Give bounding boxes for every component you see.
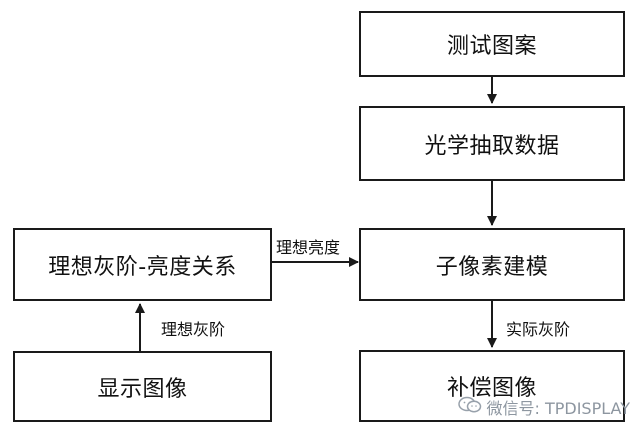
node-optical-extract-label: 光学抽取数据 bbox=[424, 133, 560, 159]
watermark-text: 微信号: TPDISPLAY bbox=[486, 399, 630, 418]
node-display-image-label: 显示图像 bbox=[97, 376, 188, 402]
node-ideal-relation: 理想灰阶-亮度关系 bbox=[13, 228, 272, 301]
edge-label-actual-gray: 实际灰阶 bbox=[506, 320, 571, 339]
node-display-image: 显示图像 bbox=[13, 351, 272, 422]
wechat-icon bbox=[458, 396, 482, 418]
watermark: 微信号: TPDISPLAY bbox=[458, 395, 630, 419]
node-test-pattern-label: 测试图案 bbox=[446, 34, 537, 59]
node-ideal-relation-label: 理想灰阶-亮度关系 bbox=[48, 254, 237, 280]
node-compensate-image: 补偿图像 bbox=[359, 350, 625, 422]
node-subpixel-model: 子像素建模 bbox=[359, 228, 625, 301]
node-optical-extract: 光学抽取数据 bbox=[359, 106, 625, 181]
node-subpixel-model-label: 子像素建模 bbox=[435, 254, 549, 280]
node-test-pattern: 测试图案 bbox=[359, 11, 625, 77]
edge-label-ideal-luminance: 理想亮度 bbox=[276, 238, 341, 257]
node-compensate-image-label: 补偿图像 bbox=[446, 376, 537, 401]
edge-label-ideal-gray: 理想灰阶 bbox=[161, 320, 226, 339]
